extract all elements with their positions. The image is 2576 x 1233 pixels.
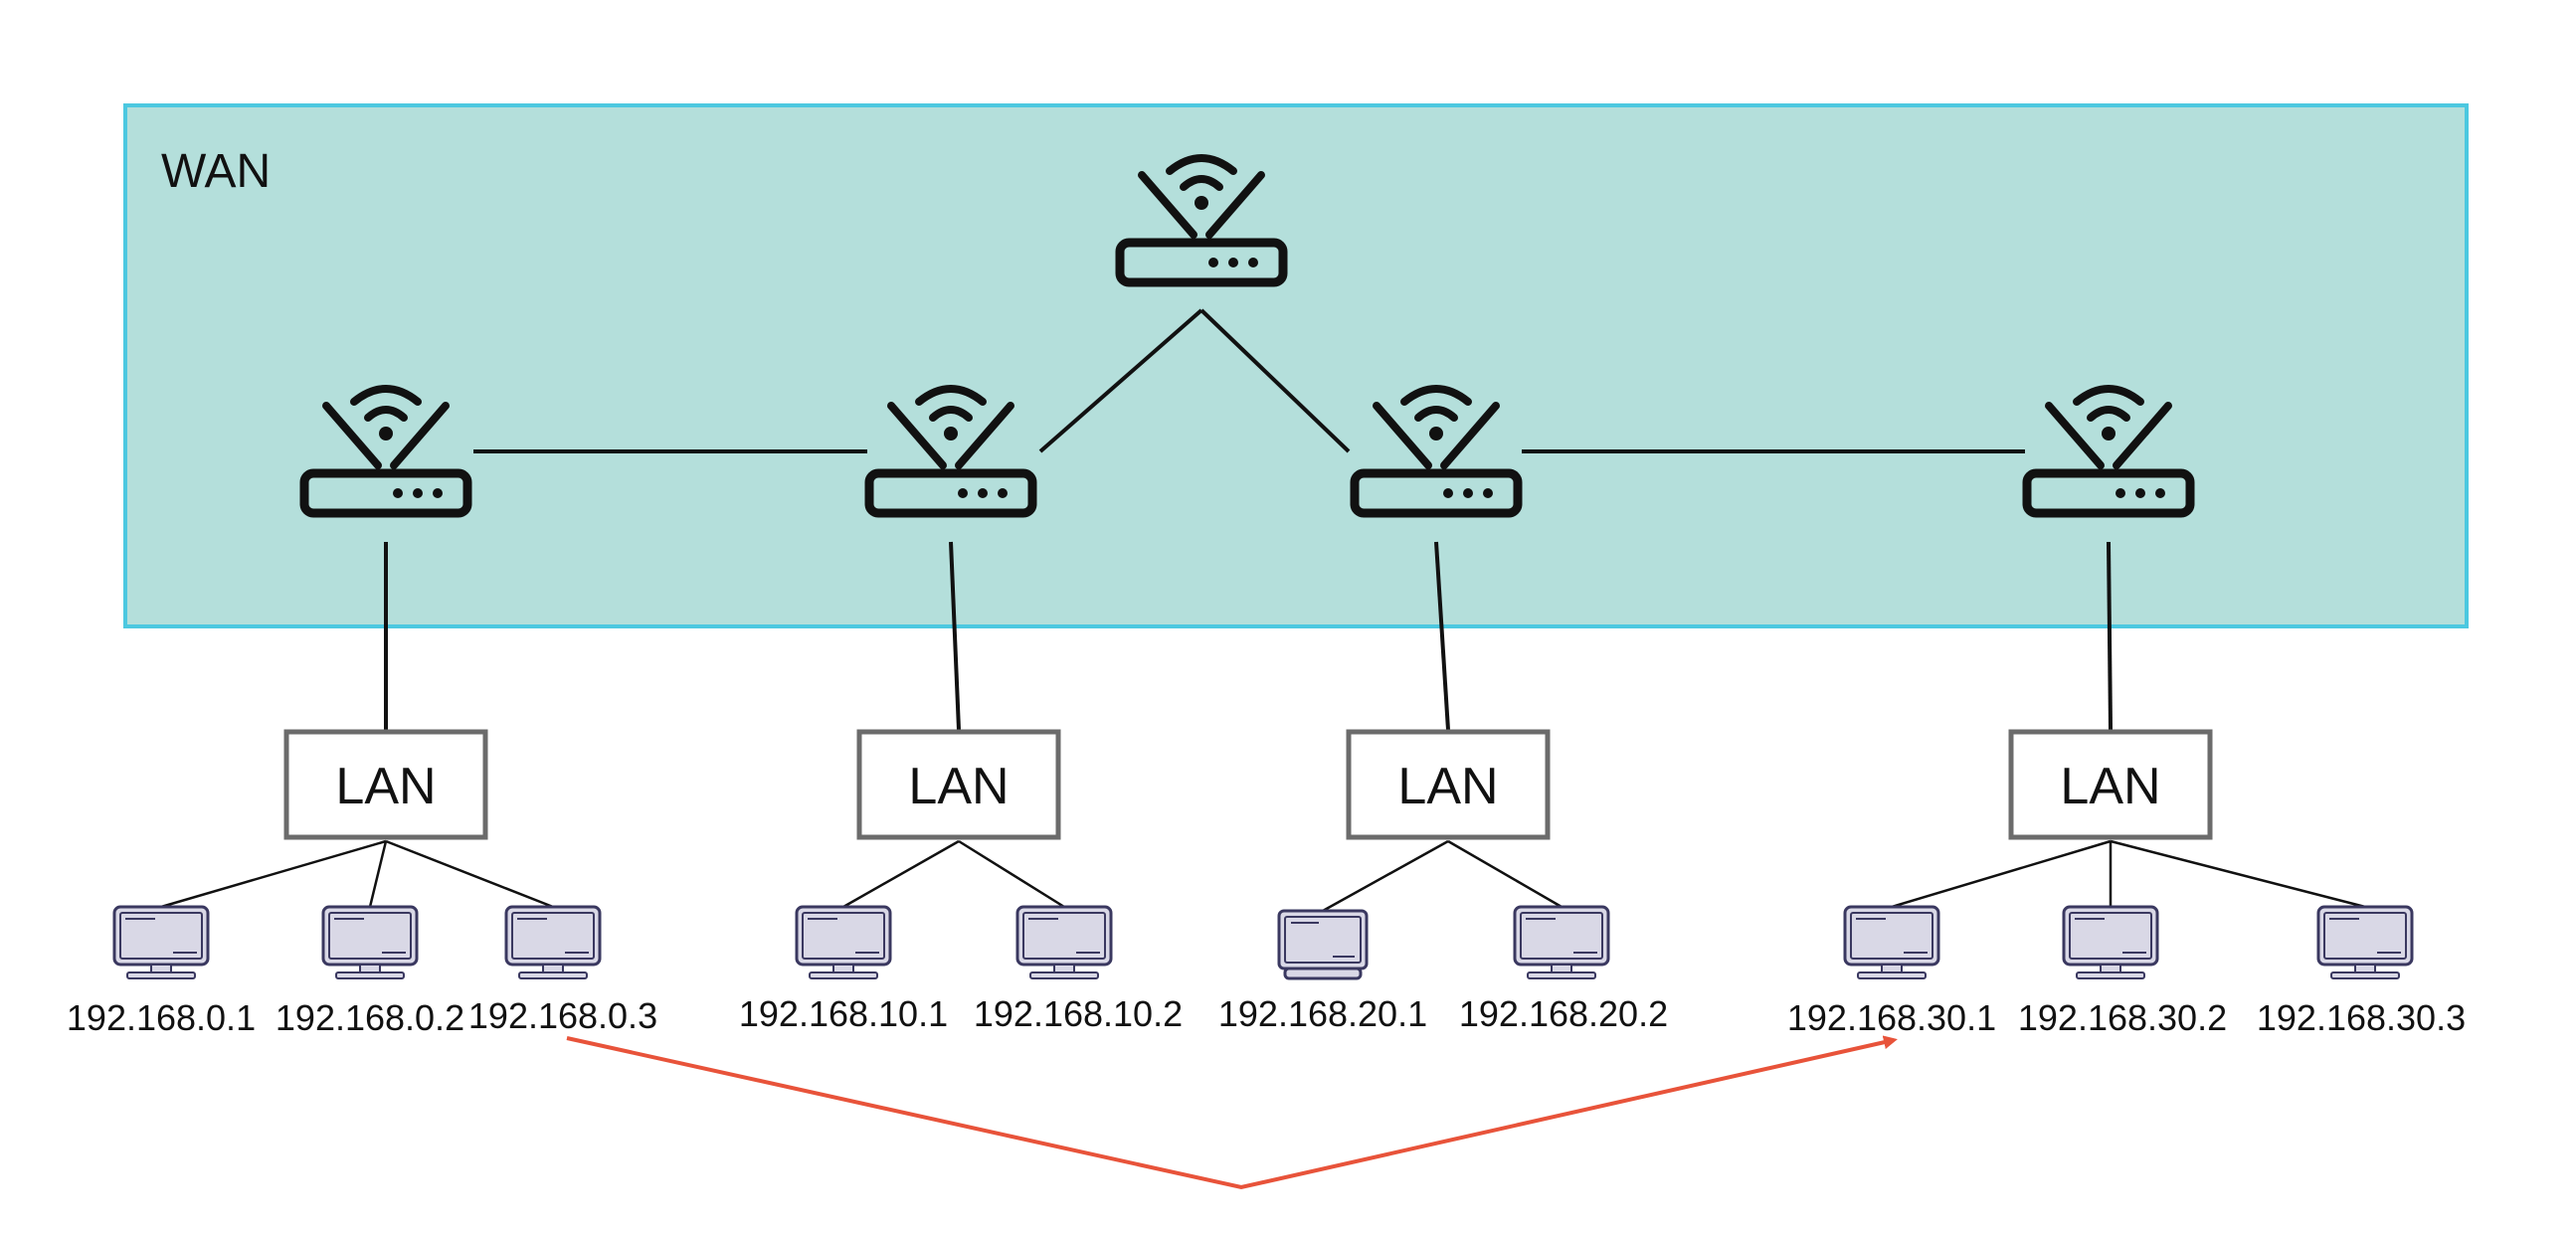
lan-uplinks: [384, 541, 2113, 731]
computer-icon: [112, 905, 210, 980]
host-links: [160, 839, 2366, 913]
connection-router-top-router-3: [1199, 308, 1351, 453]
host-ip-label: 192.168.20.2: [1459, 993, 1668, 1034]
computer-icon: [2062, 905, 2159, 980]
uplink-lan-4: [2107, 541, 2113, 731]
computer-icon: [504, 905, 602, 980]
computer-icon: [1843, 905, 1940, 980]
host-192-168-30-1: 192.168.30.1: [1787, 905, 1996, 1038]
computer-icon: [321, 905, 419, 980]
computer-icon: [2316, 905, 2414, 980]
lan-label: LAN: [2060, 758, 2160, 815]
lan-label: LAN: [908, 758, 1009, 815]
lan-box-3: LAN: [1346, 729, 1551, 840]
wan-connections: [473, 308, 2025, 453]
connection-router-2-router-top: [1038, 308, 1203, 453]
lan-label: LAN: [335, 758, 436, 815]
host-ip-label: 192.168.10.2: [974, 993, 1183, 1034]
lan-box-4: LAN: [2008, 729, 2213, 840]
uplink-lan-2: [949, 541, 961, 731]
host-ip-label: 192.168.0.2: [276, 997, 464, 1038]
path-arrow: [566, 1035, 1898, 1190]
host-192-168-30-3: 192.168.30.3: [2257, 905, 2466, 1038]
uplink-lan-3: [1434, 541, 1450, 731]
lan-box-1: LAN: [283, 729, 488, 840]
lan-box-2: LAN: [856, 729, 1061, 840]
host-192-168-10-1: 192.168.10.1: [739, 905, 948, 1034]
host-ip-label: 192.168.30.2: [2018, 997, 2227, 1038]
host-192-168-0-3: 192.168.0.3: [468, 905, 657, 1036]
laptop-icon: [1277, 909, 1369, 980]
host-192-168-10-2: 192.168.10.2: [974, 905, 1183, 1034]
host-ip-label: 192.168.10.1: [739, 993, 948, 1034]
wan-region: [123, 103, 2469, 628]
host-192-168-30-2: 192.168.30.2: [2018, 905, 2227, 1038]
host-ip-label: 192.168.30.3: [2257, 997, 2466, 1038]
computer-icon: [1513, 905, 1610, 980]
computer-icon: [795, 905, 892, 980]
wan-label: WAN: [161, 145, 271, 198]
host-192-168-20-1: 192.168.20.1: [1218, 909, 1427, 1034]
host-ip-label: 192.168.0.1: [67, 997, 256, 1038]
host-192-168-0-2: 192.168.0.2: [276, 905, 464, 1038]
lan-label: LAN: [1397, 758, 1498, 815]
host-192-168-20-2: 192.168.20.2: [1459, 905, 1668, 1034]
computer-icon: [1015, 905, 1113, 980]
host-ip-label: 192.168.30.1: [1787, 997, 1996, 1038]
host-ip-label: 192.168.20.1: [1218, 993, 1427, 1034]
host-ip-label: 192.168.0.3: [468, 995, 657, 1036]
host-192-168-0-1: 192.168.0.1: [67, 905, 256, 1038]
